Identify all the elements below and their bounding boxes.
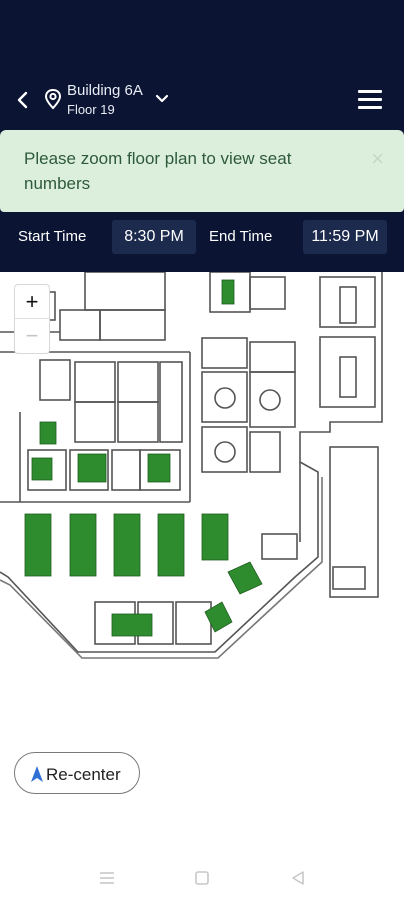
end-time-picker[interactable]: 11:59 PM — [303, 220, 387, 254]
zoom-out-button[interactable]: − — [25, 323, 39, 348]
recenter-button[interactable]: Re-center — [14, 752, 140, 794]
map-pin-icon — [44, 88, 62, 110]
floor-plan-map[interactable] — [0, 272, 404, 672]
back-icon[interactable] — [12, 88, 34, 112]
floor-name[interactable]: Floor 19 — [67, 102, 115, 117]
time-row: Start Time 8:30 PM End Time 11:59 PM — [0, 218, 404, 258]
back-triangle-icon[interactable] — [288, 868, 308, 888]
recenter-label: Re-center — [46, 765, 121, 784]
recent-apps-icon[interactable] — [97, 868, 117, 888]
zoom-in-button[interactable]: + — [15, 285, 49, 319]
close-icon[interactable]: × — [371, 146, 384, 171]
chevron-down-icon[interactable] — [154, 92, 170, 106]
building-name[interactable]: Building 6A — [67, 82, 143, 99]
app-header: Building 6A Floor 19 Please zoom floor p… — [0, 0, 404, 272]
zoom-control: + − — [14, 284, 50, 354]
floor-plan-drawing[interactable] — [0, 272, 404, 672]
menu-line — [358, 98, 382, 101]
menu-line — [358, 90, 382, 93]
home-icon[interactable] — [192, 868, 212, 888]
navigation-arrow-icon — [31, 766, 43, 782]
system-nav-bar — [0, 856, 404, 900]
start-time-label: Start Time — [18, 228, 87, 245]
notice-message: Please zoom floor plan to view seat numb… — [24, 149, 292, 193]
start-time-picker[interactable]: 8:30 PM — [112, 220, 196, 254]
menu-line — [358, 106, 382, 109]
zoom-notice-banner: Please zoom floor plan to view seat numb… — [0, 130, 404, 212]
end-time-label: End Time — [209, 228, 273, 245]
hamburger-menu-icon[interactable] — [358, 90, 382, 112]
top-bar: Building 6A Floor 19 — [0, 78, 404, 122]
